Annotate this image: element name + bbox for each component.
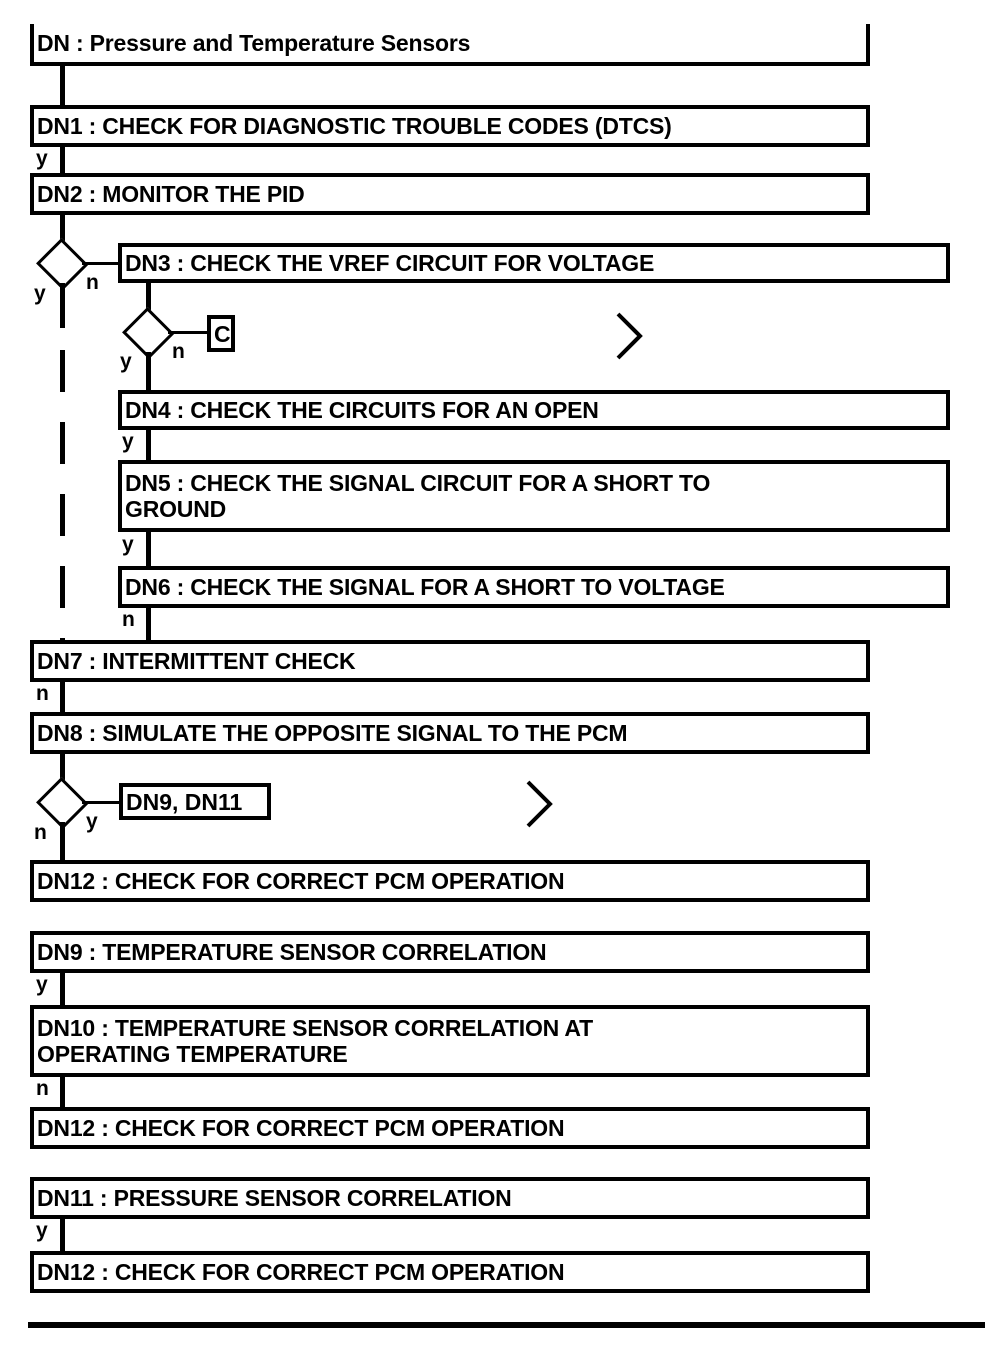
connector-decision3-no: [60, 822, 65, 860]
node-DN8[interactable]: DN8 : SIMULATE THE OPPOSITE SIGNAL TO TH…: [30, 712, 870, 754]
node-DN8-label: DN8 : SIMULATE THE OPPOSITE SIGNAL TO TH…: [37, 720, 628, 746]
branch-label-dn7-no: n: [36, 682, 49, 705]
connector-decision2-no: [168, 331, 208, 334]
node-DN12-a[interactable]: DN12 : CHECK FOR CORRECT PCM OPERATION: [30, 860, 870, 902]
connector-dn11-to-dn12c: [60, 1219, 65, 1251]
connector-decision1-no: [82, 262, 120, 265]
node-DN1[interactable]: DN1 : CHECK FOR DIAGNOSTIC TROUBLE CODES…: [30, 105, 870, 147]
connector-dn3-to-decision2: [146, 283, 151, 313]
node-DN2-label: DN2 : MONITOR THE PID: [37, 181, 305, 207]
connector-dn6-to-dn7: [146, 608, 151, 642]
connector-dn2-to-decision1: [60, 215, 65, 245]
connector-dn10-to-dn12b: [60, 1077, 65, 1108]
branch-label-decision1-yes: y: [34, 282, 46, 305]
node-DN12-c[interactable]: DN12 : CHECK FOR CORRECT PCM OPERATION: [30, 1251, 870, 1293]
connector-dn-to-dn1: [60, 66, 65, 105]
branch-label-dn4-yes: y: [122, 430, 134, 453]
node-DN9-label: DN9 : TEMPERATURE SENSOR CORRELATION: [37, 939, 547, 965]
offpage-connector-C[interactable]: C: [207, 315, 235, 352]
node-DN12-b[interactable]: DN12 : CHECK FOR CORRECT PCM OPERATION: [30, 1107, 870, 1149]
connector-dn1-to-dn2: [60, 147, 65, 173]
decision-node-2[interactable]: [121, 306, 175, 360]
node-DN10-label: DN10 : TEMPERATURE SENSOR CORRELATION AT…: [37, 1015, 593, 1067]
node-DN12-c-label: DN12 : CHECK FOR CORRECT PCM OPERATION: [37, 1259, 565, 1285]
node-DN12-b-label: DN12 : CHECK FOR CORRECT PCM OPERATION: [37, 1115, 565, 1141]
node-DN7-label: DN7 : INTERMITTENT CHECK: [37, 648, 356, 674]
node-DN6[interactable]: DN6 : CHECK THE SIGNAL FOR A SHORT TO VO…: [118, 566, 950, 608]
branch-label-dn9-yes: y: [36, 973, 48, 996]
connector-dn7-to-dn8: [60, 682, 65, 712]
node-DN10[interactable]: DN10 : TEMPERATURE SENSOR CORRELATION AT…: [30, 1005, 870, 1077]
node-DN3[interactable]: DN3 : CHECK THE VREF CIRCUIT FOR VOLTAGE: [118, 243, 950, 283]
decision-node-3[interactable]: [35, 776, 89, 830]
node-DN11-label: DN11 : PRESSURE SENSOR CORRELATION: [37, 1185, 512, 1211]
offpage-connector-DN9-DN11-label: DN9, DN11: [126, 788, 243, 815]
branch-label-dn10-no: n: [36, 1077, 49, 1100]
decision-node-1[interactable]: [35, 237, 89, 291]
offpage-connector-DN9-DN11[interactable]: DN9, DN11: [119, 783, 271, 820]
branch-label-dn11-yes: y: [36, 1219, 48, 1242]
connector-dn9-to-dn10: [60, 973, 65, 1005]
branch-label-decision2-no: n: [172, 340, 185, 363]
branch-label-decision2-yes: y: [120, 350, 132, 373]
branch-label-dn6-no: n: [122, 608, 135, 631]
branch-label-decision3-no: n: [34, 821, 47, 844]
node-DN3-label: DN3 : CHECK THE VREF CIRCUIT FOR VOLTAGE: [125, 250, 655, 276]
node-DN9[interactable]: DN9 : TEMPERATURE SENSOR CORRELATION: [30, 931, 870, 973]
node-DN11[interactable]: DN11 : PRESSURE SENSOR CORRELATION: [30, 1177, 870, 1219]
connector-decision1-yes-solid: [60, 283, 65, 328]
node-DN4-label: DN4 : CHECK THE CIRCUITS FOR AN OPEN: [125, 397, 599, 423]
branch-label-dn1-yes: y: [36, 147, 48, 170]
node-DN1-label: DN1 : CHECK FOR DIAGNOSTIC TROUBLE CODES…: [37, 113, 672, 139]
node-DN4[interactable]: DN4 : CHECK THE CIRCUITS FOR AN OPEN: [118, 390, 950, 430]
footer-divider: [28, 1322, 985, 1328]
chevron-right-icon-1: [614, 310, 648, 362]
connector-dn4-to-dn5: [146, 430, 151, 460]
connector-dn8-to-decision3: [60, 754, 65, 783]
node-DN5[interactable]: DN5 : CHECK THE SIGNAL CIRCUIT FOR A SHO…: [118, 460, 950, 532]
node-DN6-label: DN6 : CHECK THE SIGNAL FOR A SHORT TO VO…: [125, 574, 725, 600]
connector-dn5-to-dn6: [146, 532, 151, 566]
connector-decision3-yes: [82, 801, 120, 804]
branch-label-dn5-yes: y: [122, 533, 134, 556]
node-DN[interactable]: DN : Pressure and Temperature Sensors: [30, 24, 870, 66]
offpage-connector-C-label: C: [214, 320, 231, 347]
node-DN12-a-label: DN12 : CHECK FOR CORRECT PCM OPERATION: [37, 868, 565, 894]
branch-label-decision3-yes: y: [86, 810, 98, 833]
connector-decision2-yes: [146, 352, 151, 390]
node-DN2[interactable]: DN2 : MONITOR THE PID: [30, 173, 870, 215]
chevron-right-icon-2: [524, 778, 558, 830]
node-DN-label: DN : Pressure and Temperature Sensors: [37, 30, 471, 56]
branch-label-decision1-no: n: [86, 271, 99, 294]
node-DN5-label: DN5 : CHECK THE SIGNAL CIRCUIT FOR A SHO…: [125, 470, 711, 522]
node-DN7[interactable]: DN7 : INTERMITTENT CHECK: [30, 640, 870, 682]
connector-decision1-yes-dashed: [60, 350, 65, 640]
